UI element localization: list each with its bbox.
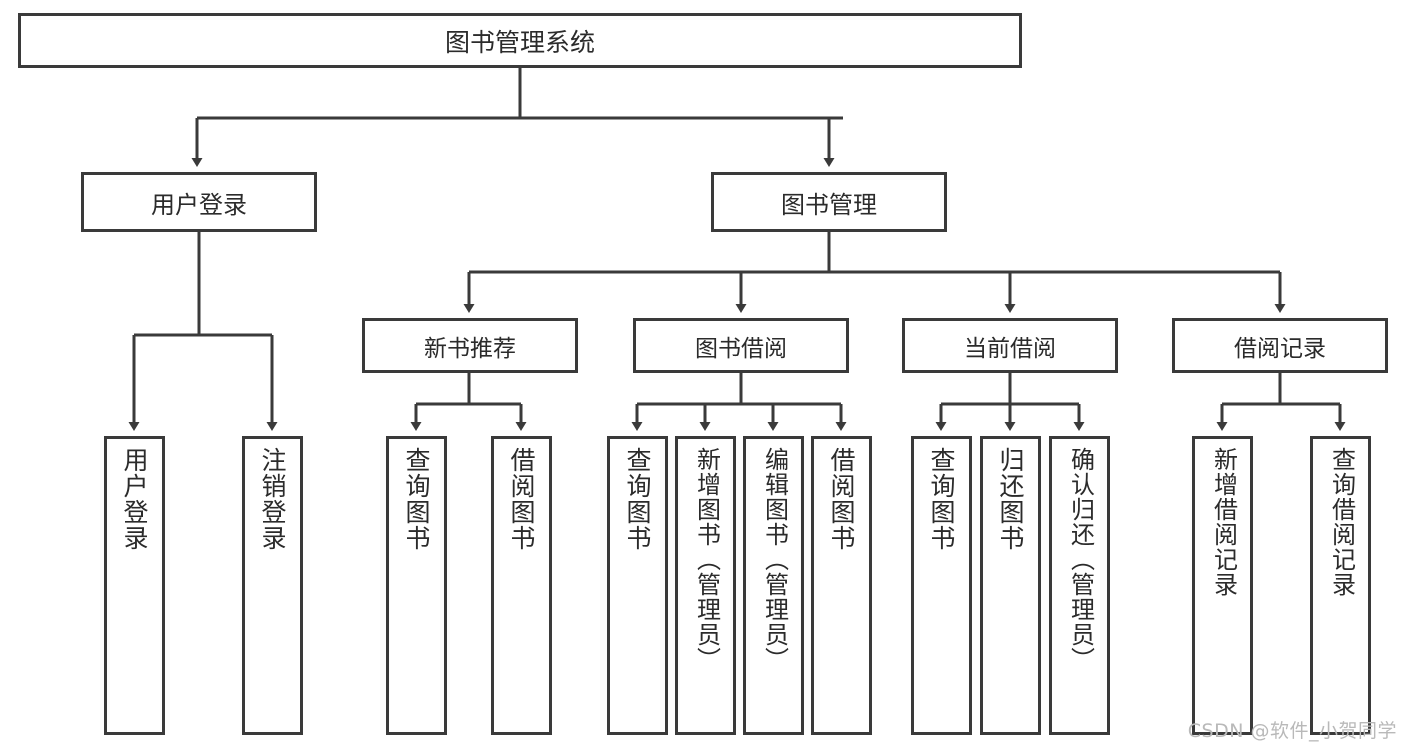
csdn-watermark: CSDN @软件_小贺同学 <box>1187 720 1397 742</box>
leaf-edit-book-admin[interactable]: 编辑图书（管理员） <box>743 436 804 735</box>
node-book-borrow[interactable]: 图书借阅 <box>633 318 849 373</box>
leaf-label: 查询图书 <box>623 447 652 551</box>
leaf-label: 新增借阅记录 <box>1209 447 1238 597</box>
node-label: 图书借阅 <box>695 335 787 362</box>
leaf-label: 归还图书 <box>996 447 1025 551</box>
node-label: 用户登录 <box>151 190 247 219</box>
leaf-label: 查询借阅记录 <box>1327 447 1356 597</box>
leaf-label: 借阅图书 <box>507 447 536 551</box>
leaf-label: 确认归还（管理员） <box>1066 447 1095 672</box>
leaf-label: 用户登录 <box>120 447 149 551</box>
leaf-borrow-book-recommend[interactable]: 借阅图书 <box>491 436 552 735</box>
leaf-return-book[interactable]: 归还图书 <box>980 436 1041 735</box>
leaf-borrow-book[interactable]: 借阅图书 <box>811 436 872 735</box>
node-user-login[interactable]: 用户登录 <box>81 172 317 232</box>
leaf-add-book-admin[interactable]: 新增图书（管理员） <box>675 436 736 735</box>
leaf-confirm-return-admin[interactable]: 确认归还（管理员） <box>1049 436 1110 735</box>
leaf-logout-login[interactable]: 注销登录 <box>242 436 303 735</box>
leaf-label: 编辑图书（管理员） <box>760 447 789 672</box>
leaf-label: 查询图书 <box>402 447 431 551</box>
leaf-label: 新增图书（管理员） <box>692 447 721 672</box>
leaf-user-login[interactable]: 用户登录 <box>104 436 165 735</box>
node-borrow-record[interactable]: 借阅记录 <box>1172 318 1388 373</box>
leaf-query-book-recommend[interactable]: 查询图书 <box>386 436 447 735</box>
leaf-query-book-current[interactable]: 查询图书 <box>911 436 972 735</box>
leaf-add-borrow-record[interactable]: 新增借阅记录 <box>1192 436 1253 735</box>
node-label: 借阅记录 <box>1234 335 1326 362</box>
node-label: 当前借阅 <box>964 335 1056 362</box>
leaf-label: 查询图书 <box>927 447 956 551</box>
leaf-query-book-borrow[interactable]: 查询图书 <box>607 436 668 735</box>
leaf-label: 注销登录 <box>258 447 287 551</box>
node-label: 新书推荐 <box>424 335 516 362</box>
node-new-book-recommend[interactable]: 新书推荐 <box>362 318 578 373</box>
leaf-label: 借阅图书 <box>827 447 856 551</box>
node-book-management[interactable]: 图书管理 <box>711 172 947 232</box>
node-current-borrow[interactable]: 当前借阅 <box>902 318 1118 373</box>
node-root-book-management-system[interactable]: 图书管理系统 <box>18 13 1022 68</box>
node-label: 图书管理系统 <box>444 27 595 57</box>
node-label: 图书管理 <box>781 190 877 219</box>
leaf-query-borrow-record[interactable]: 查询借阅记录 <box>1310 436 1371 735</box>
